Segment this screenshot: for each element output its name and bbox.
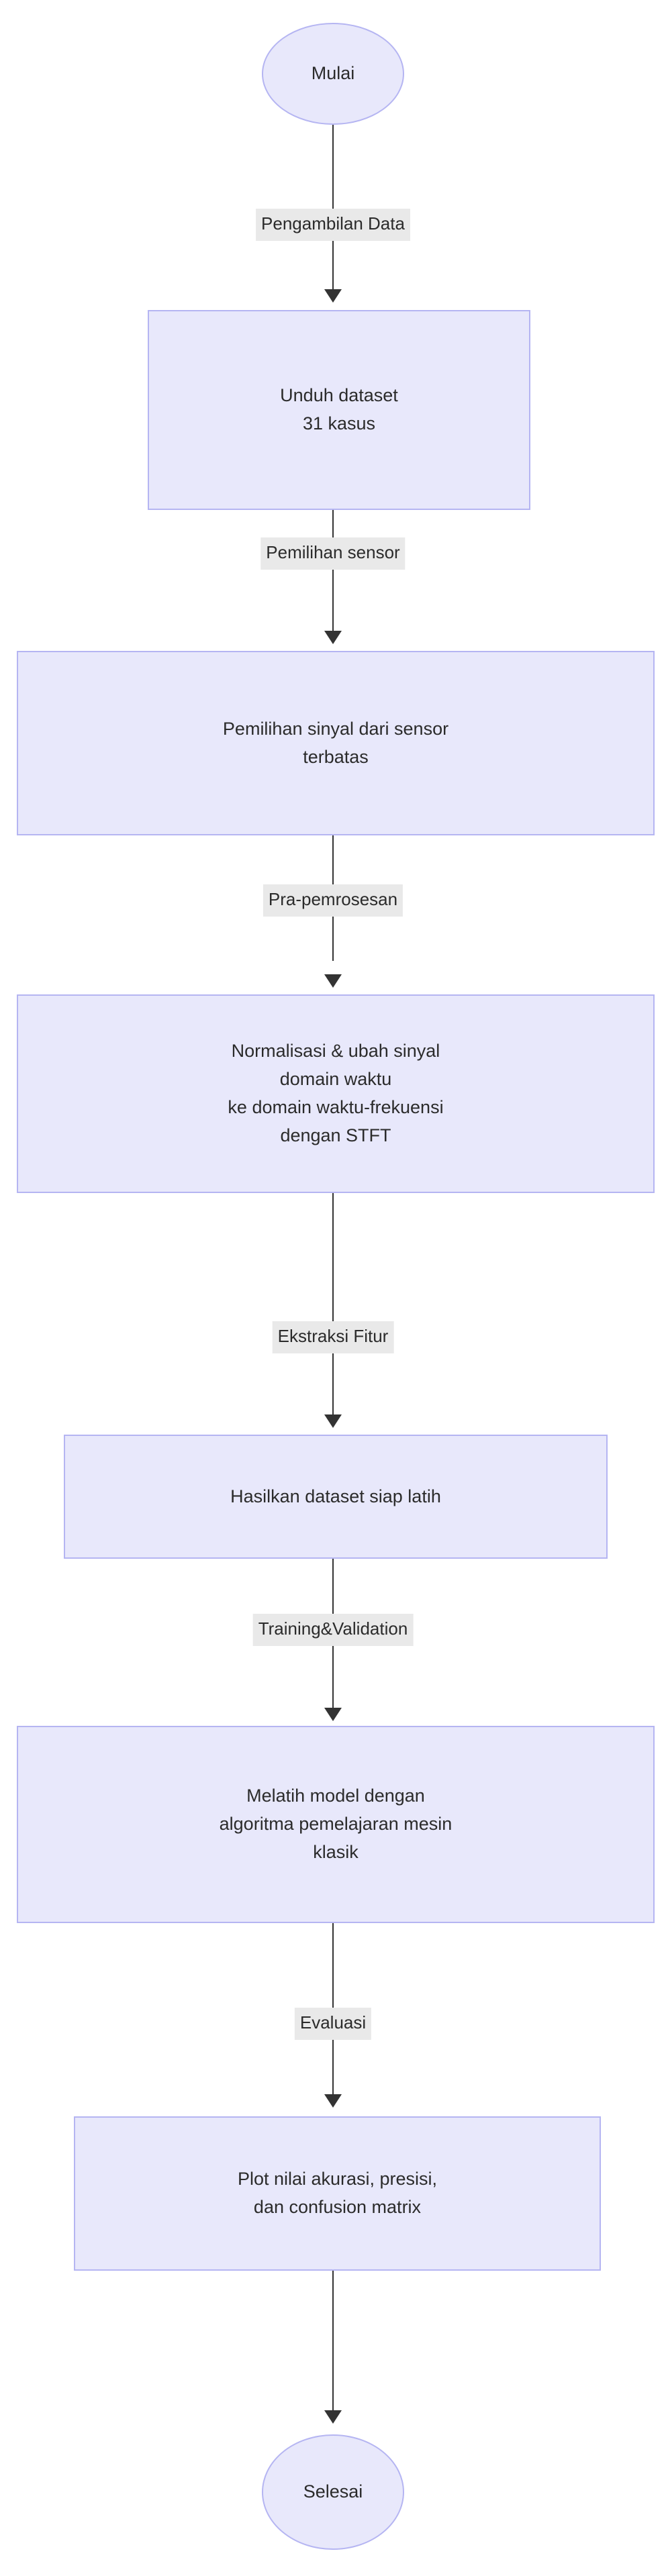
edge-evaluate-end-arrowhead [324, 2410, 342, 2424]
node-end-label: Selesai [303, 2481, 363, 2502]
edge-start-download-arrowhead [324, 289, 342, 303]
edge-start-download-line [332, 125, 334, 289]
node-plot-metrics-label: Plot nilai akurasi, presisi, dan confusi… [237, 2169, 438, 2217]
edge-label-evaluasi: Evaluasi [294, 2008, 372, 2040]
node-end[interactable]: Selesai [262, 2434, 404, 2550]
node-train-model[interactable]: Melatih model dengan algoritma pemelajar… [17, 1726, 655, 1923]
node-download-dataset[interactable]: Unduh dataset 31 kasus [148, 310, 530, 510]
node-signal-selection[interactable]: Pemilihan sinyal dari sensor terbatas [17, 651, 655, 835]
node-download-dataset-label: Unduh dataset 31 kasus [280, 385, 398, 433]
edge-train-evaluate-arrowhead [324, 2094, 342, 2108]
edge-preprocess-dataset-line [332, 1193, 334, 1414]
edge-label-pra-pemrosesan: Pra-pemrosesan [263, 884, 403, 917]
node-plot-metrics[interactable]: Plot nilai akurasi, presisi, dan confusi… [74, 2116, 601, 2271]
edge-preprocess-dataset-arrowhead [324, 1414, 342, 1428]
edge-label-ekstraksi-fitur: Ekstraksi Fitur [272, 1321, 394, 1353]
node-train-model-label: Melatih model dengan algoritma pemelajar… [219, 1786, 453, 1862]
node-start[interactable]: Mulai [262, 23, 404, 125]
node-start-label: Mulai [311, 63, 355, 84]
edge-label-pemilihan-sensor: Pemilihan sensor [260, 537, 406, 570]
node-preprocessing-stft[interactable]: Normalisasi & ubah sinyal domain waktu k… [17, 994, 655, 1193]
node-ready-dataset-label: Hasilkan dataset siap latih [230, 1486, 441, 1506]
node-signal-selection-label: Pemilihan sinyal dari sensor terbatas [222, 718, 449, 767]
edge-evaluate-end-line [332, 2271, 334, 2410]
edge-dataset-train-arrowhead [324, 1708, 342, 1721]
node-preprocessing-stft-label: Normalisasi & ubah sinyal domain waktu k… [228, 1041, 444, 1145]
edge-download-select-arrowhead [324, 631, 342, 644]
edge-label-pengambilan-data: Pengambilan Data [256, 209, 410, 241]
edge-download-select-line [332, 510, 334, 631]
node-ready-dataset[interactable]: Hasilkan dataset siap latih [64, 1435, 608, 1559]
edge-select-preprocess-arrowhead [324, 974, 342, 988]
edge-label-training-validation: Training&Validation [252, 1614, 414, 1646]
